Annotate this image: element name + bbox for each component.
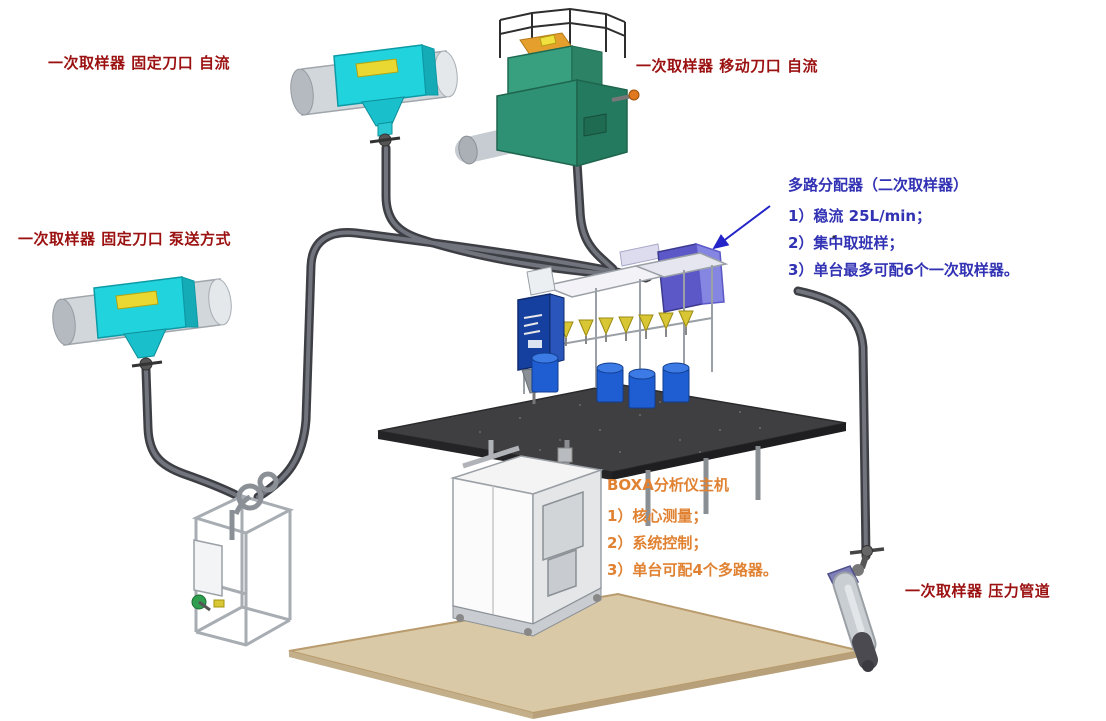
multiway-distributor-illustration — [517, 242, 729, 409]
analyzer-note-item-2: 2）系统控制； — [607, 534, 708, 552]
sampler-fixed-pump-illustration — [52, 276, 232, 371]
distributor-note-item-3: 3）单台最多可配6个一次取样器。 — [788, 261, 1019, 279]
label-sampler-fixed-gravity: 一次取样器 固定刀口 自流 — [48, 54, 230, 72]
analyzer-note: BOXA分析仪主机 1）核心测量； 2）系统控制； 3）单台可配4个多路器。 — [607, 474, 778, 584]
label-sampler-pressure-pipe: 一次取样器 压力管道 — [905, 582, 1051, 600]
sample-buckets — [531, 352, 690, 409]
distributor-note-item-2: 2）集中取班样； — [788, 234, 904, 252]
distributor-note-item-1: 1）稳流 25L/min； — [788, 207, 932, 225]
analyzer-note-item-3: 3）单台可配4个多路器。 — [607, 561, 778, 579]
sampler-pressure-pipe-illustration — [826, 545, 885, 672]
analyzer-note-item-1: 1）核心测量； — [607, 507, 708, 525]
machine-railing — [499, 7, 626, 58]
label-sampler-moving-gravity: 一次取样器 移动刀口 自流 — [636, 57, 818, 75]
analyzer-cabinet-illustration — [450, 440, 604, 637]
sampler-fixed-gravity-illustration — [290, 44, 458, 147]
distributor-note: 多路分配器（二次取样器） 1）稳流 25L/min； 2）集中取班样； 3）单台… — [788, 174, 1019, 284]
pipe-network — [141, 143, 871, 561]
sampler-moving-gravity-illustration — [455, 7, 640, 167]
distributor-note-title: 多路分配器（二次取样器） — [788, 176, 969, 194]
distributor-pointer-arrow — [712, 205, 836, 250]
analyzer-note-title: BOXA分析仪主机 — [607, 476, 729, 494]
pump-station-illustration — [191, 471, 294, 647]
label-sampler-fixed-pump: 一次取样器 固定刀口 泵送方式 — [18, 230, 231, 248]
